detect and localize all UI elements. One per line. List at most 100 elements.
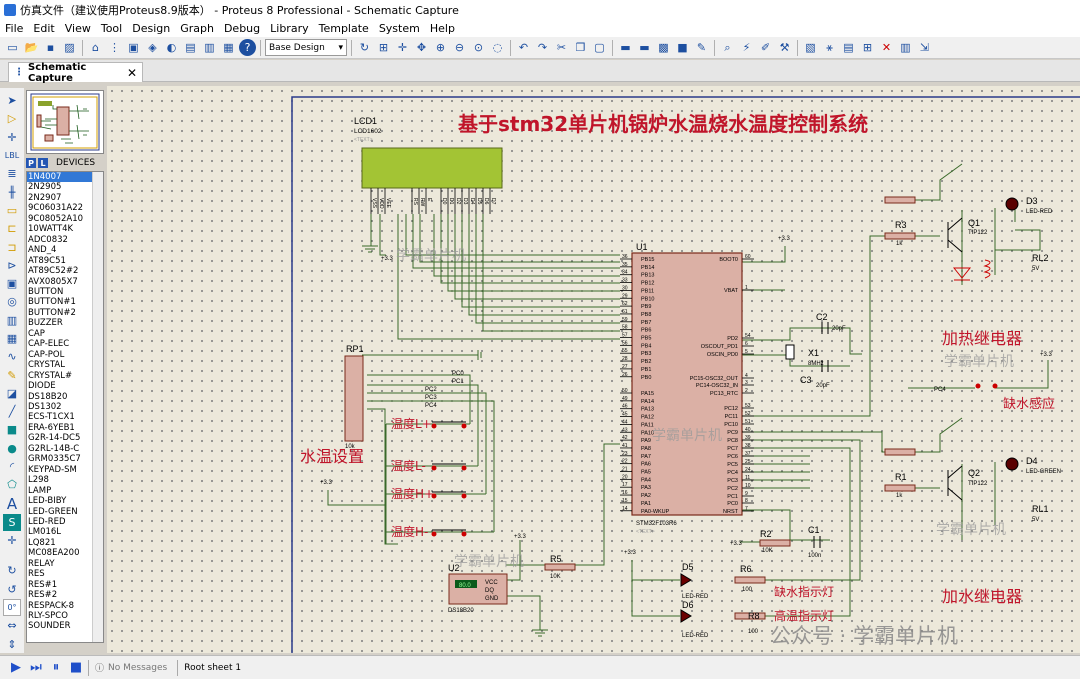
device-item[interactable]: BUZZER: [28, 318, 63, 329]
rotate-ccw-icon[interactable]: ↺: [7, 582, 17, 596]
goto-sheet-icon[interactable]: ▥: [900, 41, 911, 54]
delete-sheet-icon[interactable]: ✕: [881, 41, 892, 54]
line-icon[interactable]: ╱: [8, 405, 16, 419]
3d-icon[interactable]: ◈: [148, 41, 157, 54]
waveform-icon[interactable]: ∿: [7, 350, 17, 364]
block-move-icon[interactable]: ▬: [639, 41, 650, 54]
notes-icon[interactable]: ▥: [204, 41, 215, 54]
pan-icon[interactable]: ✥: [416, 41, 427, 54]
device-item[interactable]: LED-BIBY: [28, 496, 67, 507]
play-icon[interactable]: ▶: [11, 660, 21, 675]
device-item[interactable]: KEYPAD-SM: [28, 464, 77, 475]
water-sense[interactable]: PC4 缺水感应: [934, 383, 1055, 413]
open-folder-icon[interactable]: 📂: [24, 41, 39, 54]
bom-icon[interactable]: ▤: [185, 41, 196, 54]
device-item[interactable]: 2N2905: [28, 182, 62, 193]
rotate-cw-icon[interactable]: ↻: [7, 564, 17, 578]
paste-icon[interactable]: ▢: [594, 41, 605, 54]
library-manager-button[interactable]: L: [38, 158, 48, 168]
help-icon[interactable]: ?: [239, 39, 256, 56]
search-icon[interactable]: ⌕: [724, 40, 731, 54]
refresh-icon[interactable]: ↻: [359, 41, 370, 54]
device-item[interactable]: BUTTON#1: [28, 297, 76, 308]
text-icon[interactable]: A: [6, 494, 18, 513]
circle-icon[interactable]: ●: [7, 441, 17, 455]
heating-driver[interactable]: R3 1k Q1 TIP122 D3 LED-RED RL2 5V 加热继电器: [884, 196, 1053, 348]
pause-icon[interactable]: ⏸: [52, 660, 60, 675]
device-item[interactable]: G2R-14-DC5: [28, 433, 81, 444]
schematic-icon[interactable]: ⋮: [109, 41, 120, 54]
menu-graph[interactable]: Graph: [180, 22, 214, 35]
menu-system[interactable]: System: [378, 22, 420, 35]
device-item[interactable]: AT89C51: [28, 255, 66, 266]
device-item[interactable]: RES: [28, 569, 45, 580]
water-add-driver[interactable]: R1 1k Q2 TIP122 D4 LED-GREEN RL1 5V 加水继电…: [884, 448, 1061, 606]
graph-icon[interactable]: ⊳: [7, 258, 17, 272]
device-item[interactable]: DIODE: [28, 381, 56, 392]
device-item[interactable]: AT89C52#2: [28, 266, 79, 277]
generator-icon[interactable]: ◎: [7, 295, 17, 309]
tab-schematic-capture[interactable]: ⋮ Schematic Capture ✕: [8, 62, 143, 84]
menu-library[interactable]: Library: [270, 22, 309, 35]
device-item[interactable]: RES#2: [28, 590, 58, 601]
zoom-all-icon[interactable]: ⊙: [473, 41, 484, 54]
gerber-icon[interactable]: ◐: [166, 41, 177, 54]
bom-report-icon[interactable]: ▤: [843, 41, 854, 54]
u2-ds18b20[interactable]: U2 80.0 VCC DQ GND DS18B20: [448, 563, 508, 614]
device-item[interactable]: LED-RED: [28, 516, 66, 527]
rp1-resistor-pack[interactable]: RP1 10k PC0 PC1 PC2 PC3 PC4: [344, 344, 464, 450]
zoom-in-icon[interactable]: ⊕: [435, 41, 446, 54]
device-item[interactable]: RELAY: [28, 558, 55, 569]
crystal-section[interactable]: C2 20pF X1 8MHz C3 20pF: [785, 312, 846, 389]
box-icon[interactable]: ■: [6, 423, 18, 437]
symbol-icon[interactable]: S: [3, 513, 21, 531]
text-script-icon[interactable]: ≣: [7, 167, 17, 181]
menu-design[interactable]: Design: [132, 22, 171, 35]
block-copy-icon[interactable]: ▬: [620, 41, 631, 54]
device-pin-icon[interactable]: ⊐: [7, 240, 17, 254]
probe-icon[interactable]: ▥: [6, 313, 18, 327]
terminal-icon[interactable]: ⊏: [7, 222, 17, 236]
undo-icon[interactable]: ↶: [518, 41, 529, 54]
zoom-area-icon[interactable]: ◌: [492, 41, 503, 54]
device-item[interactable]: G2RL-14B-C: [28, 443, 80, 454]
origin-icon[interactable]: ✛: [397, 41, 408, 54]
u1-mcu[interactable]: U1 STM32F103R6 <TEXT> PB1536PB1435PB1334…: [620, 242, 754, 535]
pcb-icon[interactable]: ▣: [128, 41, 139, 54]
copy-icon[interactable]: ❐: [575, 41, 586, 54]
device-item[interactable]: ECS-T1CX1: [28, 412, 75, 423]
overview-window[interactable]: [26, 90, 104, 154]
property-tool-icon[interactable]: ✐: [760, 41, 771, 54]
device-item[interactable]: 9C08052A10: [28, 213, 84, 224]
device-item[interactable]: L298: [28, 475, 49, 486]
block-rotate-icon[interactable]: ▩: [658, 41, 669, 54]
device-item[interactable]: MC08EA200: [28, 548, 80, 559]
component-mode-icon[interactable]: ▷: [7, 112, 17, 126]
device-item[interactable]: AVX0805X7: [28, 276, 78, 287]
device-item[interactable]: GRM0335C7: [28, 454, 81, 465]
stop-icon[interactable]: ■: [69, 660, 83, 675]
wire-label-icon[interactable]: LBL: [4, 151, 20, 161]
device-item[interactable]: 10WATT4K: [28, 224, 74, 235]
device-item[interactable]: CRYSTAL#: [28, 370, 73, 381]
schematic-canvas[interactable]: 基于stm32单片机锅炉水温烧水温度控制系统 LCD1 LCD1602 <TEX…: [107, 86, 1080, 653]
layer-combo[interactable]: Base Design▾: [265, 39, 347, 56]
pick-device-icon[interactable]: ✎: [696, 41, 707, 54]
redo-icon[interactable]: ↷: [537, 41, 548, 54]
device-item[interactable]: RLY-SPCO: [28, 611, 68, 622]
device-list-scrollbar[interactable]: [92, 172, 103, 642]
marker-icon[interactable]: ✛: [7, 533, 17, 547]
r2-resistor[interactable]: R2 10K: [759, 529, 791, 554]
virtual-instrument-icon[interactable]: ▦: [6, 332, 18, 345]
r5-resistor[interactable]: R5 10K: [544, 554, 576, 580]
device-item[interactable]: 1N4007: [27, 172, 93, 183]
device-item[interactable]: DS1302: [28, 401, 62, 412]
save-icon[interactable]: ▪: [46, 41, 55, 54]
c1-capacitor[interactable]: C1 100n: [808, 525, 821, 559]
mirror-horizontal-icon[interactable]: ⇔: [7, 619, 17, 633]
device-item[interactable]: CRYSTAL: [28, 360, 65, 371]
path-icon[interactable]: ⬠: [7, 478, 17, 492]
device-item[interactable]: AND_4: [28, 245, 57, 256]
